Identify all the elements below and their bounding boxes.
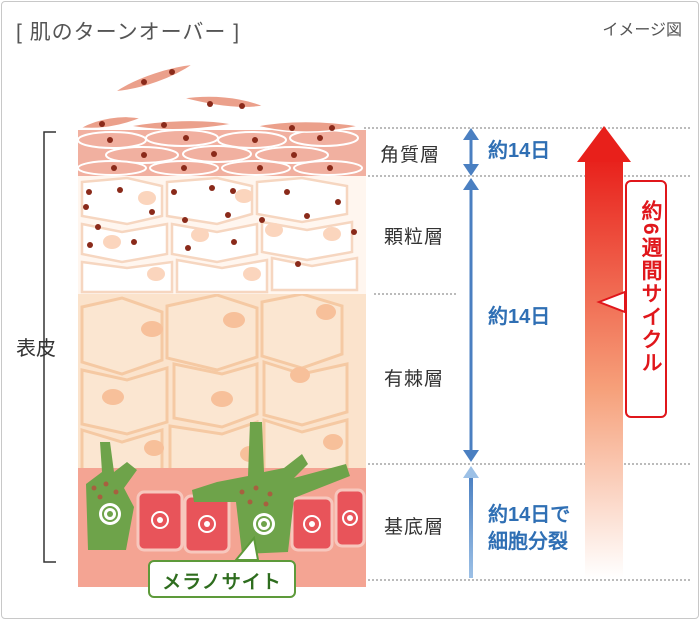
layer-label-basal: 基底層 — [384, 517, 445, 538]
layer-label-corneum: 角質層 — [380, 145, 441, 166]
melanocyte-cells — [86, 422, 350, 554]
duration-basal-line2: 細胞分裂 — [488, 531, 568, 553]
duration-arrows — [463, 128, 479, 578]
granular-layer — [78, 176, 366, 294]
image-note: イメージ図 — [602, 22, 682, 39]
epidermis-label: 表皮 — [16, 338, 56, 360]
diagram-title: [ 肌のターンオーバー ] — [16, 21, 241, 44]
cycle-arrow — [577, 126, 631, 578]
melanocyte-label: メラノサイト — [162, 572, 282, 593]
shedding-flakes — [77, 62, 361, 133]
corneum-layer — [77, 129, 366, 176]
guide-lines — [364, 127, 692, 581]
duration-basal-line1: 約14日で — [488, 504, 571, 526]
epidermis-bracket — [43, 131, 56, 563]
spinous-layer — [78, 292, 366, 477]
melanocyte-callout: メラノサイト — [148, 560, 296, 598]
duration-corneum: 約14日 — [488, 140, 551, 162]
duration-middle: 約14日 — [488, 306, 551, 328]
cycle-label: 約6週間サイクル — [639, 200, 662, 375]
layer-label-granular: 顆粒層 — [384, 227, 445, 248]
cycle-callout: 約6週間サイクル — [625, 180, 667, 418]
layer-label-spinous: 有棘層 — [384, 369, 445, 390]
